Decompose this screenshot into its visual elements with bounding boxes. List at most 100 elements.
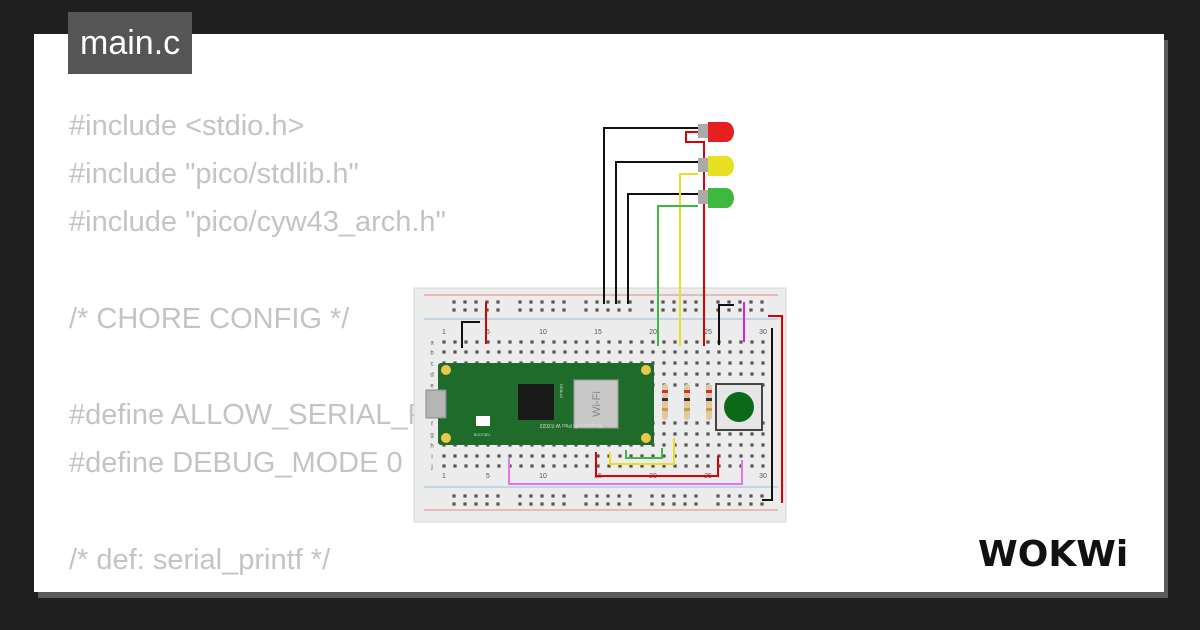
breadboard-hole (453, 340, 457, 344)
breadboard-hole (486, 340, 490, 344)
breadboard-hole (474, 300, 478, 304)
breadboard-hole (618, 454, 622, 458)
breadboard-hole (628, 300, 632, 304)
breadboard-hole (662, 421, 666, 425)
column-number: 10 (539, 473, 547, 480)
breadboard-hole (606, 502, 610, 506)
breadboard-hole (673, 421, 677, 425)
breadboard-hole (661, 502, 665, 506)
breadboard-hole (727, 494, 731, 498)
breadboard-hole (530, 340, 534, 344)
breadboard-hole (728, 350, 732, 354)
column-number: 5 (486, 329, 490, 336)
breadboard-hole (563, 464, 567, 468)
breadboard-hole (695, 383, 699, 387)
breadboard-hole (717, 432, 721, 436)
breadboard-hole (474, 308, 478, 312)
push-button[interactable] (715, 383, 763, 431)
breadboard-hole (474, 494, 478, 498)
row-letter: d (430, 373, 433, 379)
breadboard-hole (727, 300, 731, 304)
code-line: #include "pico/stdlib.h" (69, 158, 359, 191)
breadboard-hole (540, 494, 544, 498)
breadboard-hole (760, 308, 764, 312)
breadboard-hole (584, 494, 588, 498)
breadboard-hole (750, 464, 754, 468)
breadboard-hole (717, 454, 721, 458)
breadboard-hole (585, 350, 589, 354)
breadboard-hole (651, 340, 655, 344)
breadboard-hole (717, 350, 721, 354)
breadboard-hole (761, 432, 765, 436)
breadboard-hole (738, 494, 742, 498)
breadboard-hole (706, 340, 710, 344)
pico-w-board[interactable]: Wi-Fi Raspberry Pi Pico W ©2022 DEBUG BO… (425, 363, 654, 445)
breadboard-hole (750, 361, 754, 365)
breadboard-hole (596, 340, 600, 344)
breadboard-hole (518, 494, 522, 498)
breadboard-hole (530, 464, 534, 468)
breadboard-hole (463, 308, 467, 312)
breadboard-hole (606, 300, 610, 304)
resistor[interactable] (706, 384, 712, 420)
breadboard-hole (485, 502, 489, 506)
breadboard-hole (749, 300, 753, 304)
breadboard-hole (486, 454, 490, 458)
breadboard-hole (673, 372, 677, 376)
breadboard-hole (706, 464, 710, 468)
breadboard-hole (529, 494, 533, 498)
breadboard-hole (694, 502, 698, 506)
breadboard-hole (760, 300, 764, 304)
row-letter: b (430, 351, 434, 357)
breadboard-hole (650, 308, 654, 312)
breadboard-hole (475, 454, 479, 458)
breadboard-hole (607, 340, 611, 344)
column-number: 30 (759, 473, 767, 480)
breadboard-hole (518, 308, 522, 312)
breadboard-hole (761, 443, 765, 447)
breadboard-hole (617, 300, 621, 304)
breadboard-hole (606, 494, 610, 498)
breadboard-hole (716, 502, 720, 506)
breadboard-hole (617, 502, 621, 506)
preview-card: #include <stdio.h> #include "pico/stdlib.… (34, 34, 1164, 592)
resistor[interactable] (662, 384, 668, 420)
column-number: 20 (649, 329, 657, 336)
breadboard-hole (728, 443, 732, 447)
breadboard-hole (475, 340, 479, 344)
breadboard-hole (716, 494, 720, 498)
breadboard-hole (541, 340, 545, 344)
breadboard-hole (640, 350, 644, 354)
code-line: #define DEBUG_MODE 0 (69, 447, 403, 480)
breadboard-hole (684, 443, 688, 447)
breadboard-hole (552, 340, 556, 344)
breadboard-hole (750, 372, 754, 376)
code-line: #include <stdio.h> (69, 110, 305, 142)
breadboard-hole (607, 350, 611, 354)
breadboard-hole (738, 502, 742, 506)
resistor[interactable] (684, 384, 690, 420)
breadboard-hole (474, 502, 478, 506)
breadboard-hole (683, 308, 687, 312)
breadboard-hole (629, 464, 633, 468)
breadboard-hole (694, 494, 698, 498)
mount-hole (441, 365, 451, 375)
row-letter: c (431, 362, 434, 368)
breadboard-hole (661, 494, 665, 498)
breadboard-hole (761, 372, 765, 376)
breadboard-hole (584, 308, 588, 312)
breadboard-hole (738, 308, 742, 312)
breadboard-hole (739, 443, 743, 447)
column-number: 25 (704, 329, 712, 336)
breadboard-hole (453, 464, 457, 468)
breadboard-hole (750, 350, 754, 354)
breadboard-hole (562, 502, 566, 506)
code-view: #include <stdio.h> #include "pico/stdlib.… (69, 102, 789, 592)
bootsel-button[interactable] (476, 416, 490, 426)
breadboard-hole (706, 421, 710, 425)
breadboard-hole (706, 361, 710, 365)
breadboard-hole (739, 361, 743, 365)
row-letter: a (430, 341, 434, 347)
breadboard-hole (662, 340, 666, 344)
breadboard-hole (596, 464, 600, 468)
